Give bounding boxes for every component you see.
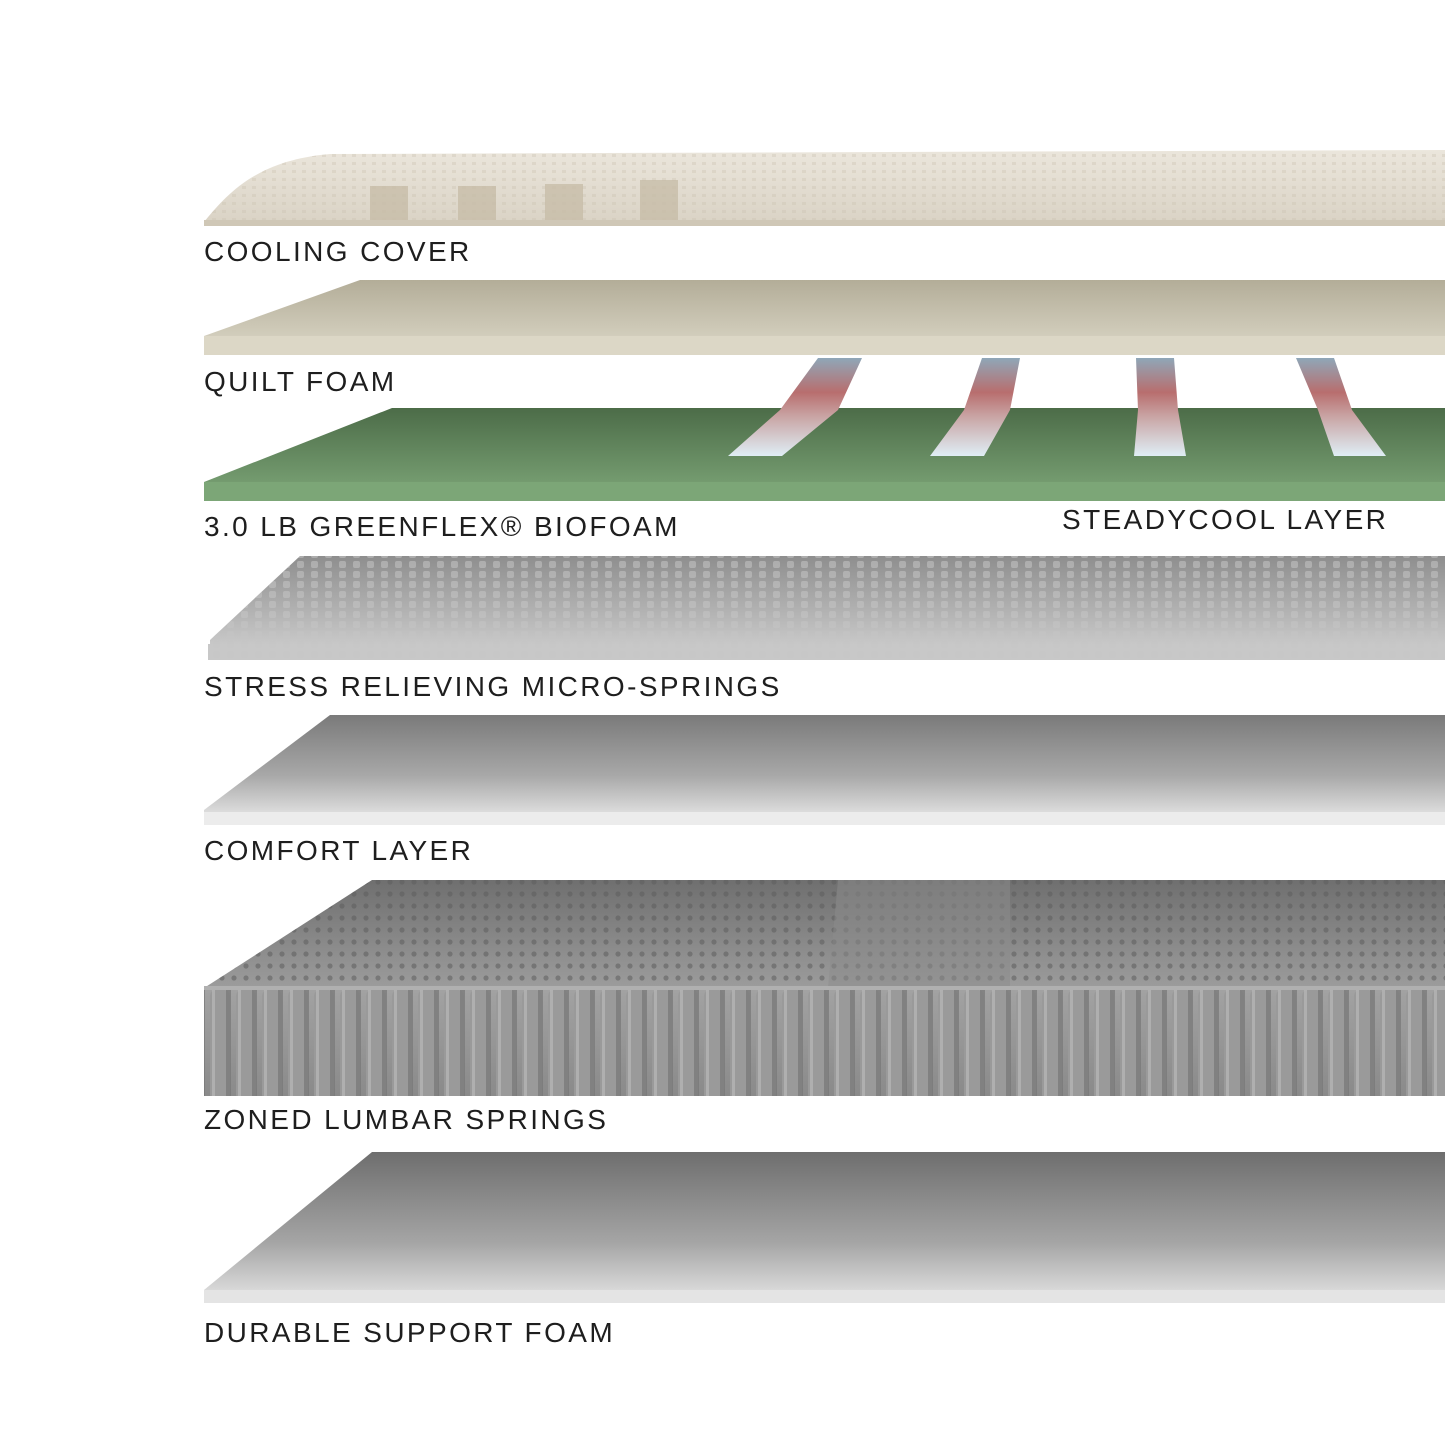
zoned-lumbar-springs-layer: [204, 880, 1445, 1096]
micro-springs-layer: [208, 556, 1445, 660]
durable-support-foam-label: DURABLE SUPPORT FOAM: [204, 1317, 616, 1348]
cooling-cover-layer: [204, 150, 1445, 226]
durable-support-foam-layer: [204, 1152, 1445, 1303]
greenflex-biofoam-layer: [204, 408, 1445, 501]
greenflex-biofoam-label: 3.0 LB GREENFLEX® BIOFOAM: [204, 511, 680, 542]
cooling-cover-label: COOLING COVER: [204, 236, 472, 267]
quilt-foam-label: QUILT FOAM: [204, 366, 397, 397]
comfort-layer-label: COMFORT LAYER: [204, 835, 474, 866]
zoned-lumbar-springs-label: ZONED LUMBAR SPRINGS: [204, 1104, 609, 1135]
steadycool-layer-label: STEADYCOOL LAYER: [1062, 504, 1389, 535]
steadycool-strips: [728, 358, 1386, 456]
comfort-layer-shape: [204, 715, 1445, 825]
micro-springs-label: STRESS RELIEVING MICRO-SPRINGS: [204, 671, 782, 702]
quilt-foam-layer: [204, 280, 1445, 355]
